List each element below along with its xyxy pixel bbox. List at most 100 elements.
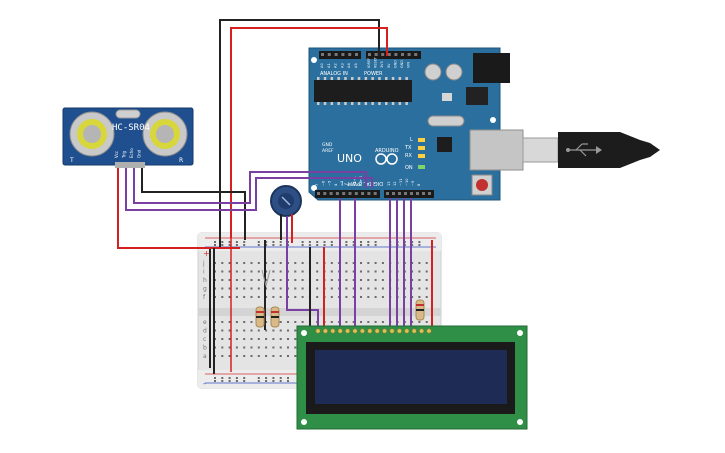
digital-pin-label: 2 — [347, 184, 351, 186]
atmega-chip — [314, 80, 412, 102]
reset-button[interactable] — [476, 179, 488, 191]
power-pin-label: GND — [393, 60, 397, 68]
power-header-label: POWER — [364, 71, 383, 77]
breadboard-center-gap — [198, 308, 441, 316]
analog-header-label: ANALOG IN — [320, 71, 348, 77]
led-rx — [418, 154, 425, 158]
breadboard-top-rail — [198, 233, 441, 251]
digital-pin-label: 12 — [393, 181, 397, 186]
wire-gnd-black — [209, 19, 380, 368]
analog-pin-label: A4 — [347, 63, 351, 68]
header-pins — [317, 53, 431, 195]
row-letter: b — [203, 345, 207, 352]
lcd-display[interactable] — [296, 325, 528, 430]
power-pin-label: RESET — [374, 56, 378, 68]
sensor-pin-header — [115, 162, 145, 168]
digital-pin-label: 7 — [315, 184, 319, 186]
rail-plus-label: + — [203, 249, 210, 258]
power-pin-label: 5V — [387, 63, 391, 68]
analog-pin-label: A5 — [354, 63, 358, 68]
digital-header-high — [384, 190, 434, 198]
row-letter: g — [203, 286, 207, 293]
led-tx — [418, 146, 425, 150]
analog-pin-label: A1 — [327, 63, 331, 68]
row-letter: i — [203, 269, 205, 276]
wire-sensor-vcc — [117, 168, 240, 249]
mount-hole — [490, 117, 496, 123]
led-legs — [261, 269, 271, 287]
mount-hole — [517, 330, 523, 336]
mount-hole — [311, 57, 317, 63]
row-letter: c — [203, 336, 206, 343]
power-pin-label: GND — [400, 60, 404, 68]
usb-port — [469, 129, 524, 171]
smd-part — [442, 93, 452, 101]
usb-cable[interactable] — [522, 132, 660, 168]
led-on — [418, 165, 425, 169]
wire-sensor-gnd — [141, 168, 246, 240]
sensor-pin-label: Gnd — [137, 149, 142, 158]
led-tx-label: TX — [404, 145, 412, 151]
wire-pot-wiper — [286, 216, 319, 326]
led-l — [418, 138, 425, 142]
rail-minus-label: - — [203, 379, 206, 388]
mount-hole — [301, 419, 307, 425]
digital-pin-label: TX→1 — [353, 176, 357, 187]
resistors — [255, 269, 425, 328]
digital-pin-label: ~5 — [328, 181, 332, 186]
analog-pin-label: A0 — [320, 63, 324, 68]
potentiometer[interactable] — [270, 185, 302, 217]
mount-hole — [301, 330, 307, 336]
digital-pin-label: RX←0 — [359, 175, 363, 186]
chip-legs — [317, 77, 408, 105]
digital-pin-label: 4 — [334, 183, 338, 186]
capacitor — [424, 63, 442, 81]
digital-header-label: DIGITAL (PWM~) — [341, 180, 383, 186]
analog-header — [319, 51, 361, 59]
wire-sensor-echo — [133, 168, 367, 204]
row-letter: f — [203, 294, 206, 301]
usb-cable-end — [640, 140, 660, 160]
power-pin-label: 3V3 — [380, 61, 384, 68]
aref-label: AREF — [322, 148, 334, 154]
arduino-infinity-logo — [375, 153, 398, 165]
row-letter: a — [203, 353, 207, 360]
sensor-crystal — [115, 109, 141, 119]
analog-pin-label: A3 — [340, 63, 344, 68]
digital-pin-label: ~11 — [399, 178, 403, 186]
row-letter: j — [202, 260, 205, 267]
wire-5v-red — [230, 27, 388, 238]
power-pin-label: IOREF — [367, 58, 371, 68]
power-header — [366, 51, 421, 59]
usb-chip — [437, 137, 452, 152]
power-pin-label: VIN — [407, 62, 411, 68]
digital-pin-label: ~9 — [411, 180, 415, 186]
sensor-side-t: T — [69, 157, 74, 164]
voltage-regulator — [466, 87, 488, 105]
analog-pin-label: A2 — [334, 63, 338, 68]
sensor-name: HC-SR04 — [112, 123, 150, 133]
sensor-pin-label: Vcc — [114, 151, 119, 158]
digital-pin-label: 13 — [387, 181, 391, 186]
digital-pin-label: ~6 — [321, 180, 325, 186]
mount-hole — [311, 185, 317, 191]
arduino-uno[interactable]: L TX RX ON UNO ARDUINO POWER ANALOG IN D… — [308, 47, 524, 201]
crystal-oscillator — [427, 115, 465, 127]
digital-pin-label: ~10 — [405, 178, 409, 186]
sensor-receiver-center — [156, 125, 174, 143]
sensor-pin-label: Trig — [122, 150, 127, 159]
lcd-screen — [315, 350, 507, 404]
sensor-side-r: R — [179, 157, 183, 164]
wires — [117, 19, 433, 374]
arduino-brand: ARDUINO — [375, 148, 399, 154]
digital-pin-label: ~3 — [340, 181, 344, 186]
usb-plug-metal — [522, 137, 559, 163]
mount-hole — [517, 419, 523, 425]
potentiometer-indicator — [281, 196, 291, 206]
